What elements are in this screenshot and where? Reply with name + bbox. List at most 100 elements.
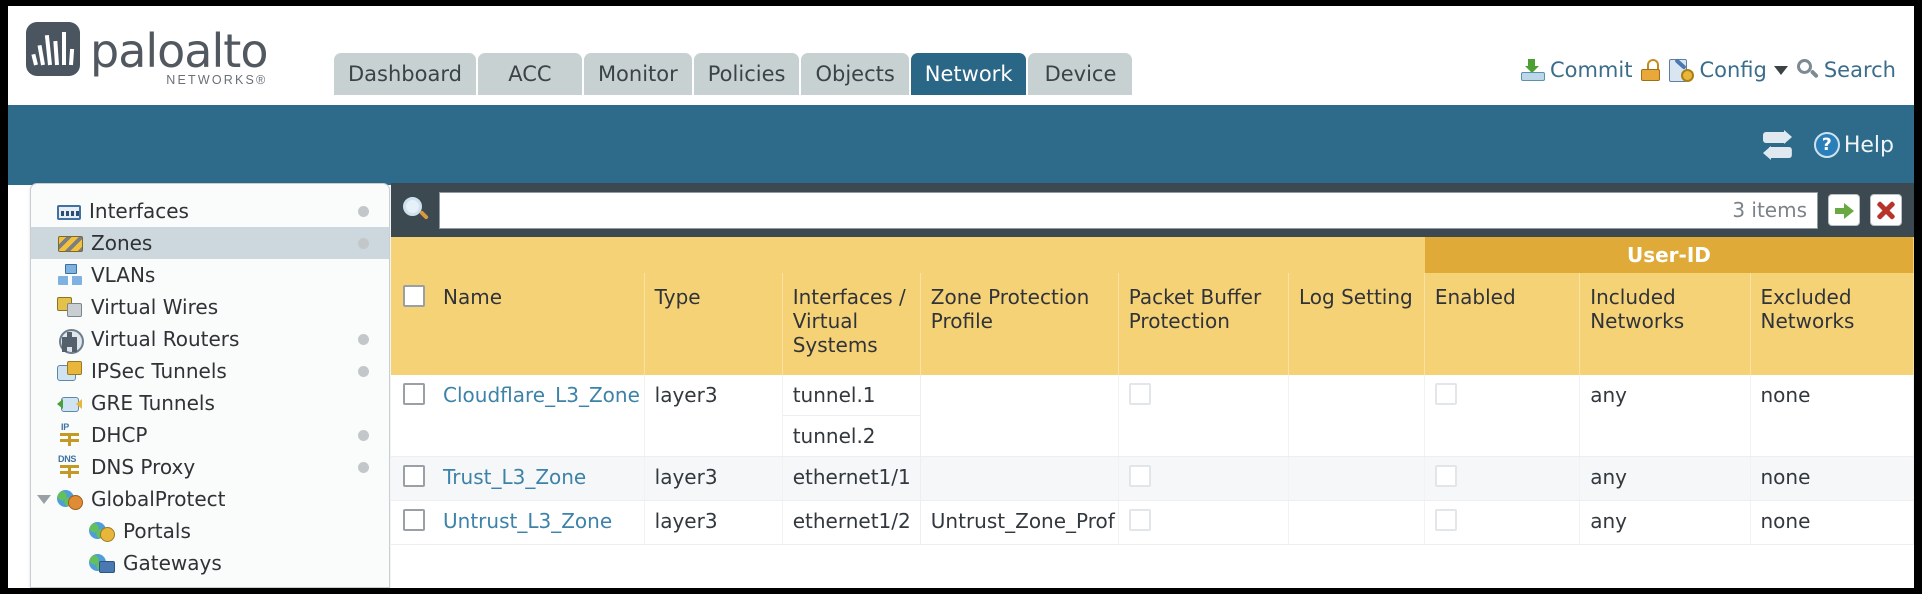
zone-link[interactable]: Untrust_L3_Zone [443, 509, 613, 533]
status-dot [358, 206, 369, 217]
refresh-icon[interactable] [1762, 130, 1792, 160]
search-icon [1796, 59, 1819, 81]
column-header-name[interactable]: Name [437, 273, 645, 375]
cell-type: layer3 [644, 500, 783, 545]
clear-filter-button[interactable] [1870, 194, 1902, 226]
cell-included-networks: any [1579, 456, 1751, 501]
column-header-interfaces[interactable]: Interfaces / Virtual Systems [782, 273, 921, 375]
sidebar-item-globalprotect[interactable]: GlobalProtect [31, 483, 389, 515]
help-label: Help [1843, 132, 1894, 158]
network-sidebar: Interfaces Zones VLANs Virtual Wires Vir… [30, 183, 390, 588]
column-header-zone-protection-profile[interactable]: Zone Protection Profile [920, 273, 1119, 375]
sidebar-item-dns-proxy[interactable]: DNS DNS Proxy [31, 451, 389, 483]
sidebar-item-interfaces[interactable]: Interfaces [31, 195, 389, 227]
search-input[interactable] [450, 193, 1723, 227]
config-menu[interactable]: Config [1669, 57, 1788, 82]
cell-excluded-networks: none [1750, 500, 1914, 545]
brand-tagline: NETWORKS® [166, 73, 268, 87]
sidebar-item-gre-tunnels[interactable]: GRE Tunnels [31, 387, 389, 419]
column-header-log-setting[interactable]: Log Setting [1288, 273, 1425, 375]
zone-link[interactable]: Cloudflare_L3_Zone [443, 383, 640, 407]
packet-buffer-protection-checkbox[interactable] [1128, 509, 1151, 531]
column-header-type[interactable]: Type [644, 273, 783, 375]
tab-device[interactable]: Device [1028, 53, 1133, 95]
sidebar-item-dhcp[interactable]: IP DHCP [31, 419, 389, 451]
status-dot [358, 334, 369, 345]
column-header-included-networks[interactable]: Included Networks [1579, 273, 1751, 375]
sidebar-item-gateways[interactable]: Gateways [31, 547, 389, 579]
tab-monitor[interactable]: Monitor [583, 53, 692, 95]
column-header-packet-buffer-protection[interactable]: Packet Buffer Protection [1118, 273, 1290, 375]
ipsec-tunnels-icon [57, 360, 83, 382]
packet-buffer-protection-checkbox[interactable] [1128, 465, 1151, 487]
row-checkbox[interactable] [403, 465, 425, 487]
userid-enabled-checkbox[interactable] [1434, 383, 1457, 405]
commit-button[interactable]: Commit [1520, 58, 1633, 82]
sidebar-item-portals[interactable]: Portals [31, 515, 389, 547]
search-field[interactable]: 3 items [439, 191, 1818, 229]
dhcp-icon: IP [57, 422, 83, 446]
table-group-header-row: User-ID [391, 237, 1914, 273]
gre-tunnels-icon [57, 392, 83, 414]
sidebar-item-vlans[interactable]: VLANs [31, 259, 389, 291]
commit-icon [1520, 59, 1545, 81]
zone-link[interactable]: Trust_L3_Zone [443, 465, 587, 489]
help-button[interactable]: ? Help [1813, 132, 1894, 158]
brand-name: paloalto [90, 24, 268, 78]
table-body: Cloudflare_L3_Zone layer3 tunnel.1 tunne… [391, 375, 1914, 545]
app-header: paloalto NETWORKS® Dashboard ACC Monitor… [8, 6, 1914, 105]
virtual-wires-icon [57, 296, 83, 318]
main-nav-tabs: Dashboard ACC Monitor Policies Objects N… [334, 53, 1133, 95]
select-all-header [391, 273, 438, 375]
sidebar-item-label: DNS Proxy [91, 455, 196, 479]
table-row[interactable]: Trust_L3_Zone layer3 ethernet1/1 [391, 456, 1914, 501]
search-icon[interactable] [403, 197, 429, 223]
cell-log-setting [1288, 500, 1425, 545]
lock-icon[interactable] [1641, 59, 1661, 81]
row-checkbox[interactable] [403, 509, 425, 531]
tab-dashboard[interactable]: Dashboard [334, 53, 476, 95]
group-header-spacer [391, 237, 1425, 273]
sidebar-item-label: Portals [123, 519, 191, 543]
tab-objects[interactable]: Objects [801, 53, 909, 95]
status-dot [358, 462, 369, 473]
table-row[interactable]: Untrust_L3_Zone layer3 ethernet1/2 Untru… [391, 500, 1914, 545]
column-header-enabled[interactable]: Enabled [1424, 273, 1581, 375]
interface-entry: ethernet1/1 [792, 465, 911, 489]
twisty-expanded-icon[interactable] [37, 495, 51, 504]
sidebar-item-ipsec-tunnels[interactable]: IPSec Tunnels [31, 355, 389, 387]
cell-log-setting [1288, 456, 1425, 501]
tab-acc[interactable]: ACC [477, 53, 582, 95]
globalprotect-icon [57, 488, 83, 510]
table-row[interactable]: Cloudflare_L3_Zone layer3 tunnel.1 tunne… [391, 375, 1914, 457]
packet-buffer-protection-checkbox[interactable] [1128, 383, 1151, 405]
cell-excluded-networks: none [1750, 456, 1914, 501]
utility-bar: Commit Config Search [1520, 57, 1896, 82]
tab-policies[interactable]: Policies [693, 53, 800, 95]
sidebar-item-label: Interfaces [89, 199, 189, 223]
sidebar-item-label: VLANs [91, 263, 156, 287]
cell-included-networks: any [1579, 500, 1751, 545]
userid-enabled-checkbox[interactable] [1434, 465, 1457, 487]
cell-interfaces: ethernet1/2 [782, 500, 921, 545]
filter-bar: 3 items [391, 183, 1914, 237]
app-window: paloalto NETWORKS® Dashboard ACC Monitor… [8, 6, 1914, 588]
search-button[interactable]: Search [1796, 58, 1896, 82]
select-all-checkbox[interactable] [403, 285, 425, 307]
row-checkbox[interactable] [403, 383, 425, 405]
tab-network[interactable]: Network [910, 53, 1027, 95]
apply-filter-button[interactable] [1828, 194, 1860, 226]
column-header-excluded-networks[interactable]: Excluded Networks [1750, 273, 1914, 375]
items-count: 3 items [1732, 198, 1807, 222]
userid-enabled-checkbox[interactable] [1434, 509, 1457, 531]
sidebar-item-label: Virtual Wires [91, 295, 219, 319]
cell-log-setting [1288, 375, 1425, 457]
sidebar-item-virtual-routers[interactable]: Virtual Routers [31, 323, 389, 355]
status-dot [358, 430, 369, 441]
cell-zone-protection-profile [920, 456, 1119, 501]
sidebar-item-virtual-wires[interactable]: Virtual Wires [31, 291, 389, 323]
help-icon: ? [1813, 132, 1840, 158]
sidebar-item-zones[interactable]: Zones [31, 227, 389, 259]
status-dot [358, 366, 369, 377]
commit-label: Commit [1549, 58, 1633, 82]
